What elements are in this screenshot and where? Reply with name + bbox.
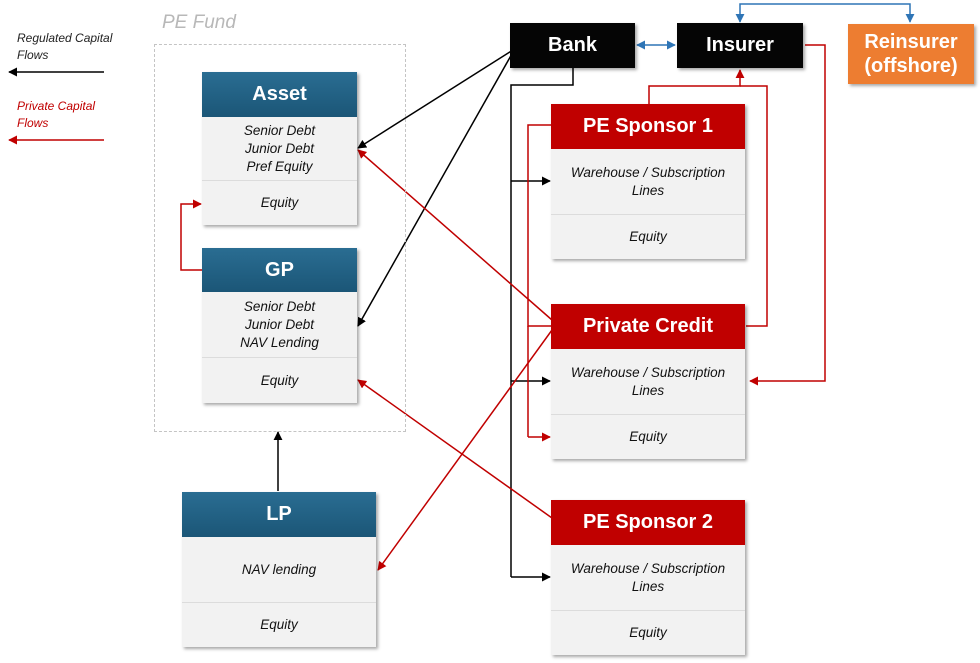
legend-private-label: Private Capital Flows <box>17 99 96 130</box>
pe-fund-group <box>154 44 406 432</box>
lp-nav-lending: NAV lending <box>241 561 317 577</box>
private-credit-lines: Warehouse / Subscription Lines <box>570 364 726 398</box>
private-credit-equity: Equity <box>551 414 745 459</box>
asset-card: Asset Senior Debt Junior Debt Pref Equit… <box>202 72 357 225</box>
legend-regulated-label: Regulated Capital Flows <box>17 31 113 62</box>
pe-sponsor-2-lines: Warehouse / Subscription Lines <box>570 560 726 594</box>
asset-title: Asset <box>202 72 357 117</box>
private-credit-to-lp-arrow <box>377 329 553 571</box>
bank-to-asset-arrow <box>357 49 514 149</box>
gp-equity: Equity <box>202 357 357 403</box>
asset-debt-lines: Senior Debt Junior Debt Pref Equity <box>243 122 316 174</box>
pe-sponsor-2-equity: Equity <box>551 610 745 655</box>
asset-equity: Equity <box>202 180 357 225</box>
lp-equity: Equity <box>182 602 376 647</box>
gp-card: GP Senior Debt Junior Debt NAV Lending E… <box>202 248 357 403</box>
pe-fund-title: PE Fund <box>162 12 236 33</box>
bank-to-gp-arrow <box>357 51 514 327</box>
gp-debt-lines: Senior Debt Junior Debt NAV Lending <box>240 298 319 350</box>
private-credit-trunk-line <box>527 124 551 327</box>
insurer-to-private-credit-arrow <box>749 44 826 386</box>
private-credit-to-insurer-arrow <box>740 85 768 327</box>
private-credit-title: Private Credit <box>551 304 745 349</box>
lp-title: LP <box>182 492 376 537</box>
bank-box: Bank <box>510 23 635 68</box>
pe-sponsor-2-card: PE Sponsor 2 Warehouse / Subscription Li… <box>551 500 745 655</box>
pe-sponsor-2-title: PE Sponsor 2 <box>551 500 745 545</box>
sponsor1-to-insurer-arrow <box>648 69 745 104</box>
pe-sponsor-1-title: PE Sponsor 1 <box>551 104 745 149</box>
private-credit-to-asset-arrow <box>357 149 553 321</box>
reinsurer-box: Reinsurer (offshore) <box>848 24 974 84</box>
private-credit-card: Private Credit Warehouse / Subscription … <box>551 304 745 459</box>
pe-sponsor-1-lines: Warehouse / Subscription Lines <box>570 164 726 198</box>
insurer-reinsurer-arrow <box>735 3 915 23</box>
bank-trunk-line <box>510 68 574 577</box>
lp-card: LP NAV lending Equity <box>182 492 376 647</box>
sponsor2-to-gp-arrow <box>357 379 553 519</box>
pe-sponsor-1-card: PE Sponsor 1 Warehouse / Subscription Li… <box>551 104 745 259</box>
pe-sponsor-1-equity: Equity <box>551 214 745 259</box>
insurer-box: Insurer <box>677 23 803 68</box>
gp-to-asset-loop-arrow <box>180 199 202 271</box>
gp-title: GP <box>202 248 357 292</box>
